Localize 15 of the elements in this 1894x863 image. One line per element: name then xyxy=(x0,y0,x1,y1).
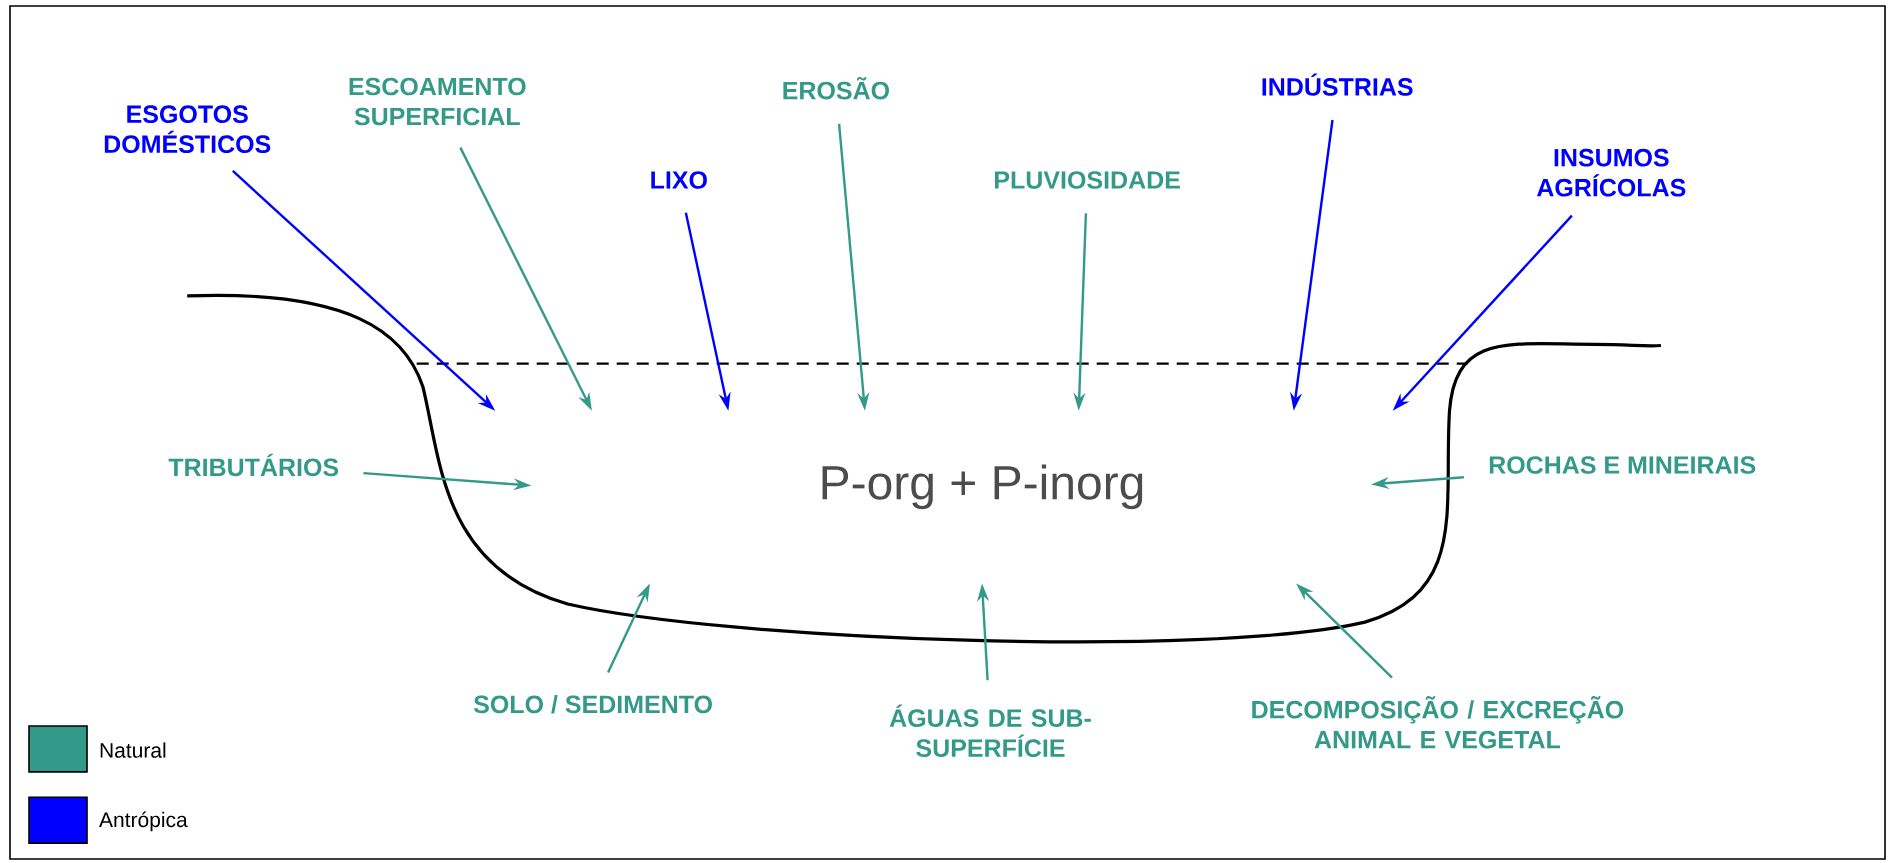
source-label: ESCOAMENTO SUPERFICIAL xyxy=(349,77,526,126)
source-label: DECOMPOSIÇÃO / EXCREÇÃO ANIMAL E VEGETAL xyxy=(1252,696,1624,749)
source-label: ESGOTOS DOMÉSTICOS xyxy=(104,105,271,154)
source-label: LIXO xyxy=(651,171,707,189)
source-label: TRIBUTÁRIOS xyxy=(168,453,339,477)
legend-label: Antrópica xyxy=(99,811,188,832)
source-label: EROSÃO xyxy=(783,76,889,100)
source-label: INSUMOS AGRÍCOLAS xyxy=(1536,148,1686,197)
legend-label: Natural xyxy=(100,742,166,758)
source-label: ÁGUAS DE SUB- SUPERFÍCIE xyxy=(889,704,1091,757)
source-label: PLUVIOSIDADE xyxy=(995,171,1180,189)
source-label: ROCHAS E MINEIRAIS xyxy=(1489,456,1756,474)
center-label: P-org + P-inorg xyxy=(822,464,1143,510)
source-label: SOLO / SEDIMENTO xyxy=(473,694,712,714)
source-label: INDÚSTRIAS xyxy=(1262,73,1413,96)
